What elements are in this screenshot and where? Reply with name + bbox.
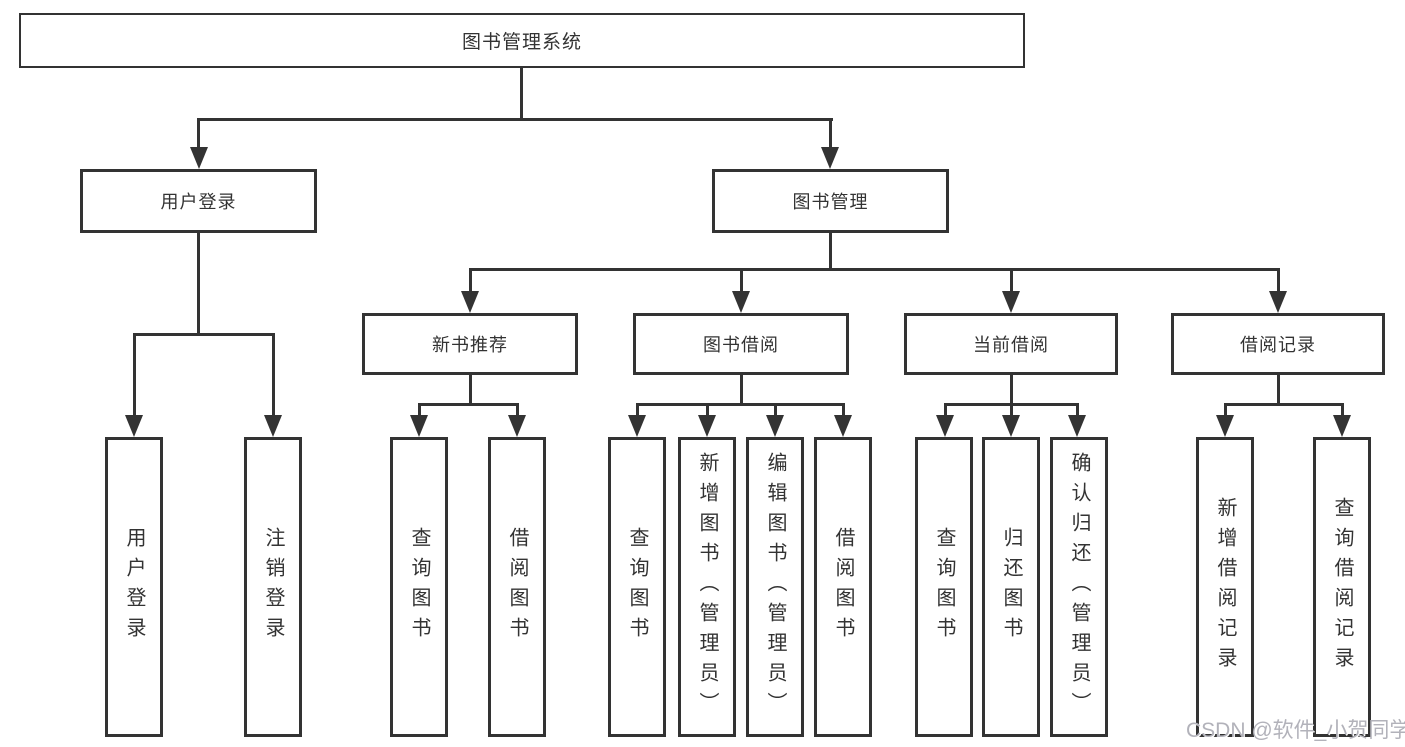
arrow-to-borrowing [732,291,750,313]
leaf-logout-label: 注销登录 [262,527,284,647]
leaf-query-borrow-record-label: 查询借阅记录 [1331,497,1353,677]
leaf-confirm-return-admin-label: 确认归还（管理员） [1068,452,1090,722]
leaf-borrow-books-rec: 借阅图书 [488,437,546,737]
arrow-to-user-login [190,147,208,169]
connector-records-trunk [1277,373,1280,405]
node-new-book-rec-label: 新书推荐 [432,335,508,355]
arrow-to-book-mgmt [821,147,839,169]
connector-new-book-trunk [469,373,472,405]
arrow-g4-leaf2 [1002,415,1020,437]
arrow-g3-leaf4 [834,415,852,437]
arrow-g3-leaf2 [698,415,716,437]
connector-g2-leaf2-stem [516,403,519,417]
arrow-g3-leaf1 [628,415,646,437]
connector-g5-leaf1-stem [1224,403,1227,417]
arrow-g2-leaf2 [508,415,526,437]
leaf-query-books-borrow: 查询图书 [608,437,666,737]
arrow-g4-leaf1 [936,415,954,437]
connector-user-login-branch [133,333,275,336]
arrow-g2-leaf1 [410,415,428,437]
leaf-query-books-rec: 查询图书 [390,437,448,737]
leaf-return-books-label: 归还图书 [1000,527,1022,647]
leaf-add-books-admin: 新增图书（管理员） [678,437,736,737]
connector-book-mgmt-branch [469,268,1280,271]
connector-leaf-logout-stem [272,333,275,417]
leaf-add-books-admin-label: 新增图书（管理员） [696,452,718,722]
node-new-book-rec: 新书推荐 [362,313,578,375]
node-book-borrowing: 图书借阅 [633,313,849,375]
node-current-borrowing: 当前借阅 [904,313,1118,375]
arrow-to-new-book [461,291,479,313]
connector-to-records-stem [1277,268,1280,294]
leaf-query-books-rec-label: 查询图书 [408,527,430,647]
leaf-borrow-books: 借阅图书 [814,437,872,737]
leaf-borrow-books-label: 借阅图书 [832,527,854,647]
connector-root-trunk [520,66,523,120]
node-root: 图书管理系统 [19,13,1025,68]
node-current-borrowing-label: 当前借阅 [973,335,1049,355]
arrow-g3-leaf3 [766,415,784,437]
connector-root-branch [197,118,833,121]
arrow-g5-leaf2 [1333,415,1351,437]
leaf-return-books: 归还图书 [982,437,1040,737]
connector-current-trunk [1010,373,1013,405]
node-user-login: 用户登录 [80,169,317,233]
connector-to-borrowing-stem [740,268,743,294]
connector-g3-leaf3-stem [774,403,777,417]
connector-borrowing-trunk [740,373,743,405]
connector-g5-leaf2-stem [1341,403,1344,417]
leaf-query-borrow-record: 查询借阅记录 [1313,437,1371,737]
node-book-mgmt: 图书管理 [712,169,949,233]
connector-leaf-login-stem [133,333,136,417]
connector-new-book-branch [418,403,518,406]
leaf-add-borrow-record: 新增借阅记录 [1196,437,1254,737]
connector-book-mgmt-trunk [829,231,832,270]
node-book-mgmt-label: 图书管理 [792,192,869,212]
connector-g4-leaf3-stem [1076,403,1079,417]
arrow-to-current [1002,291,1020,313]
connector-borrowing-branch [636,403,844,406]
node-borrow-records-label: 借阅记录 [1240,335,1316,355]
csdn-watermark: CSDN @软件_小贺同学 [1186,719,1405,742]
leaf-edit-books-admin-label: 编辑图书（管理员） [764,452,786,722]
connector-to-book-mgmt-stem [829,118,832,150]
node-borrow-records: 借阅记录 [1171,313,1385,375]
arrow-to-records [1269,291,1287,313]
arrow-leaf-logout [264,415,282,437]
connector-g3-leaf4-stem [842,403,845,417]
node-book-borrowing-label: 图书借阅 [703,335,779,355]
connector-g4-leaf1-stem [944,403,947,417]
connector-to-new-book-stem [469,268,472,294]
leaf-edit-books-admin: 编辑图书（管理员） [746,437,804,737]
leaf-query-books-current-label: 查询图书 [933,527,955,647]
arrow-g5-leaf1 [1216,415,1234,437]
leaf-user-login: 用户登录 [105,437,163,737]
leaf-user-login-label: 用户登录 [123,527,145,647]
leaf-logout: 注销登录 [244,437,302,737]
leaf-confirm-return-admin: 确认归还（管理员） [1050,437,1108,737]
leaf-query-books-current: 查询图书 [915,437,973,737]
connector-g2-leaf1-stem [418,403,421,417]
connector-to-user-login-stem [197,118,200,150]
leaf-query-books-borrow-label: 查询图书 [626,527,648,647]
leaf-add-borrow-record-label: 新增借阅记录 [1214,497,1236,677]
connector-g4-leaf2-stem [1010,403,1013,417]
leaf-borrow-books-rec-label: 借阅图书 [506,527,528,647]
connector-to-current-stem [1010,268,1013,294]
node-root-label: 图书管理系统 [461,32,582,53]
arrow-leaf-login [125,415,143,437]
arrow-g4-leaf3 [1068,415,1086,437]
connector-records-branch [1224,403,1343,406]
connector-g3-leaf1-stem [636,403,639,417]
node-user-login-label: 用户登录 [160,192,237,212]
connector-g3-leaf2-stem [706,403,709,417]
connector-user-login-trunk [197,231,200,335]
